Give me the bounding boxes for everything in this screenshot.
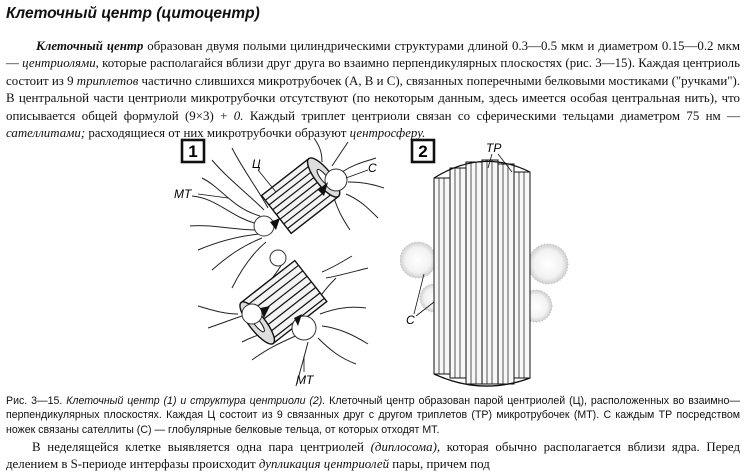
term-duplication: дупликация центриолей [258,457,390,472]
figure-caption: Рис. 3—15. Клеточный центр (1) и структу… [6,394,740,437]
formula-zero: 0. [233,108,244,123]
intro-paragraph: Клеточный центр образован двумя полыми ц… [6,38,740,142]
figure-number-badge: 2 [410,138,436,164]
text-span: образован двумя полыми цилиндрическими с… [6,39,740,71]
term-centrosphere: центросферу. [349,126,426,141]
text-span: Каждый триплет центриоли связан со сфери… [243,108,740,123]
label-mt-bottom: МТ [296,373,315,387]
label-mt-top: МТ [174,187,193,201]
label-triplet: ТР [486,141,501,155]
page-title: Клеточный центр (цитоцентр) [6,5,260,22]
term-satellites: сателлитами; [6,126,86,141]
caption-prefix: Рис. 3—15. [6,395,67,407]
svg-text:2: 2 [418,142,427,161]
figure-number-badge: 1 [180,138,206,164]
label-satellite: С [368,161,377,175]
term-cell-center: Клеточный центр [36,39,144,53]
svg-text:1: 1 [188,142,197,161]
caption-text: Клеточный центр образован парой центриол… [6,395,740,436]
term-centrioles: центриолями, [22,56,99,71]
text-span: В неделящейся клетке выявляется одна пар… [32,440,371,454]
caption-title: Клеточный центр (1) и структура центриол… [66,395,326,407]
satellite-stalks [260,182,328,326]
figure-centriole-structure: 2 [400,138,569,387]
term-triplets: триплетов [76,73,139,88]
term-diplosome: (диплосома), [370,440,441,454]
centriole-cylinder [433,159,531,387]
body-paragraph: В неделящейся клетке выявляется одна пар… [6,439,740,474]
text-span: которая обычно располагается вблизи ядра… [6,440,740,472]
label-centriole: Ц [252,157,261,171]
label-satellite: С [406,313,415,327]
text-span: пары, причем под [389,457,490,472]
microtubules [189,138,385,387]
satellites [241,168,348,341]
figure-cell-center: 1 [174,138,385,387]
text-span: частично слившихся микротрубочек (А, В и… [6,73,740,123]
text-span: расходящиеся от них микротрубочки образу… [85,126,350,141]
text-span: которые располагайся вблизи друг друга в… [6,56,740,88]
